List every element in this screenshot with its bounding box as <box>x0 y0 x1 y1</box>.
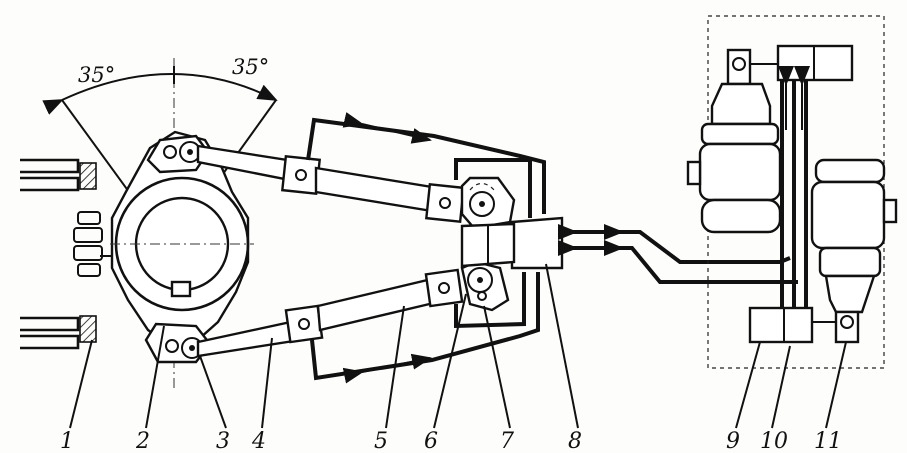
label-part-10: 10 <box>760 429 788 453</box>
brake-shoe-upper <box>20 158 97 192</box>
label-part-1: 1 <box>60 429 74 453</box>
lower-rod <box>196 268 464 358</box>
angle-label-right: 35° <box>232 55 269 79</box>
label-part-8: 8 <box>568 429 582 453</box>
label-part-9: 9 <box>726 429 740 453</box>
label-part-11: 11 <box>814 429 842 453</box>
bell-crank-upper <box>460 176 516 230</box>
label-part-2: 2 <box>135 429 150 453</box>
actuator-block <box>460 216 564 270</box>
brake-disc <box>110 130 254 364</box>
label-part-5: 5 <box>374 429 388 453</box>
upper-rod <box>196 144 466 224</box>
part-labels: 1 2 3 4 5 6 7 8 9 10 11 <box>60 429 842 453</box>
label-part-6: 6 <box>424 429 438 453</box>
label-part-7: 7 <box>500 429 514 453</box>
brake-shoe-lower <box>20 315 97 350</box>
upper-pump-unit <box>686 44 854 234</box>
hydraulic-lines <box>306 112 798 384</box>
label-part-4: 4 <box>251 429 266 453</box>
angle-indicator: 35° 35° <box>42 55 278 390</box>
bell-crank-lower <box>460 260 510 312</box>
lower-pump-unit <box>748 158 898 344</box>
label-part-3: 3 <box>216 429 230 453</box>
angle-label-left: 35° <box>78 63 115 87</box>
panel-conduits <box>778 66 810 308</box>
leader-lines <box>69 263 847 429</box>
